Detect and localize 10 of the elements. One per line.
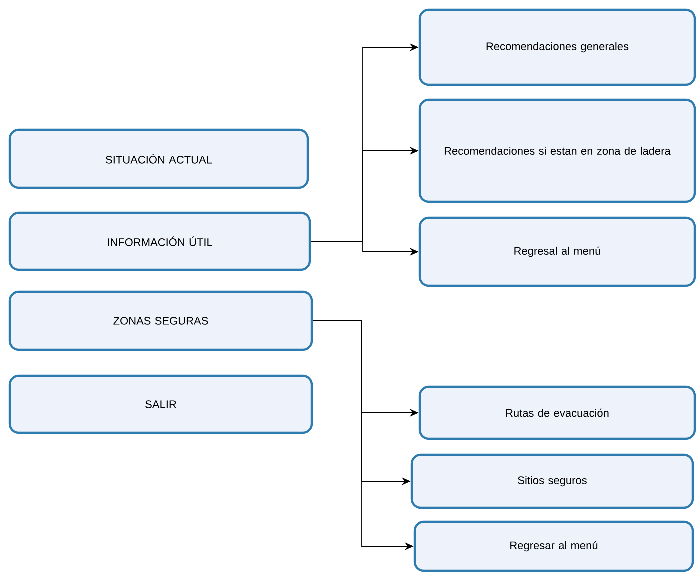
- menu-box: Recomendaciones si estan en zona de ladera: [418, 98, 696, 204]
- menu-box: ZONAS SEGURAS: [8, 290, 314, 352]
- menu-box: INFORMACIÓN ÚTIL: [8, 212, 312, 272]
- menu-box: Regresar al menú: [414, 520, 694, 572]
- menu-box: Recomendaciones generales: [418, 8, 696, 86]
- menu-box: Rutas de evacuación: [418, 386, 696, 440]
- menu-box: SITUACIÓN ACTUAL: [8, 128, 310, 190]
- menu-box: SALIR: [8, 374, 314, 434]
- menu-box: Sitios seguros: [410, 454, 694, 510]
- menu-box: Regresal al menú: [418, 216, 696, 288]
